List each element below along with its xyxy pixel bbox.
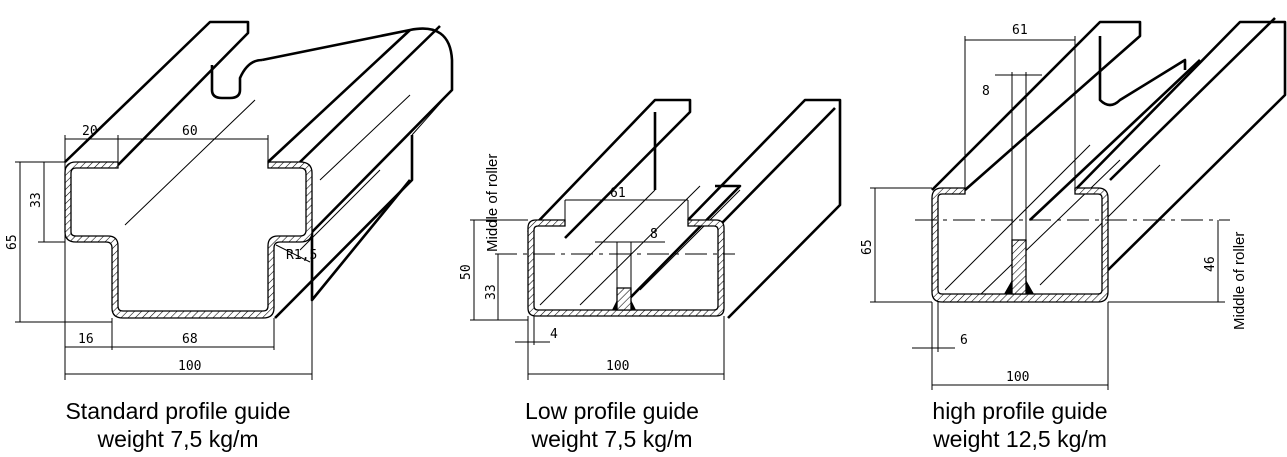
standard-caption-weight: weight 7,5 kg/m xyxy=(96,426,258,452)
standard-dim-bottom-left: 16 xyxy=(78,332,94,347)
standard-caption-title: Standard profile guide xyxy=(65,398,290,424)
high-profile-dimensions: 61 8 65 46 6 100 xyxy=(860,23,1225,390)
low-profile-rail xyxy=(616,287,632,311)
high-profile-section xyxy=(931,187,1109,303)
high-dim-total-width: 100 xyxy=(1006,370,1029,385)
high-caption-weight: weight 12,5 kg/m xyxy=(932,426,1107,452)
low-profile-body xyxy=(527,98,842,319)
high-profile-body xyxy=(931,17,1287,296)
standard-dim-radius: R1,5 xyxy=(286,248,317,263)
standard-dim-top-width: 60 xyxy=(182,124,198,139)
high-roller-note: Middle of roller xyxy=(1231,232,1248,330)
high-profile-guide: 61 8 65 46 6 100 Middle of roller high p… xyxy=(860,17,1287,452)
standard-dim-inner-height: 33 xyxy=(29,192,44,208)
standard-dim-bottom-width: 68 xyxy=(182,332,198,347)
low-dim-rail: 8 xyxy=(650,227,658,242)
standard-profile-body xyxy=(64,20,454,319)
high-dim-roller-height: 46 xyxy=(1203,256,1218,272)
low-caption-title: Low profile guide xyxy=(525,398,699,424)
low-profile-section xyxy=(527,219,725,317)
standard-profile-section xyxy=(64,161,313,319)
high-dim-total-height: 65 xyxy=(860,239,875,255)
low-dim-roller-height: 33 xyxy=(484,284,499,300)
high-dim-wall: 6 xyxy=(960,333,968,348)
low-profile-dimensions: 61 8 50 33 4 100 xyxy=(459,186,725,380)
high-dim-rail: 8 xyxy=(982,84,990,99)
low-dim-opening: 61 xyxy=(610,186,626,201)
low-dim-wall: 4 xyxy=(550,327,558,342)
standard-profile-guide: 20 60 33 65 R1,5 16 68 100 Standard prof… xyxy=(5,20,454,452)
standard-profile-dimensions: 20 60 33 65 R1,5 16 68 100 xyxy=(5,124,317,380)
low-profile-guide: 61 8 50 33 4 100 Middle of roller Low pr… xyxy=(459,98,842,452)
low-roller-note: Middle of roller xyxy=(484,154,501,252)
standard-dim-total-height: 65 xyxy=(5,234,20,250)
low-dim-total-height: 50 xyxy=(459,264,474,280)
standard-dim-top-left: 20 xyxy=(82,124,98,139)
high-profile-rail xyxy=(1011,239,1027,295)
high-dim-opening: 61 xyxy=(1012,23,1028,38)
low-dim-total-width: 100 xyxy=(606,359,629,374)
high-caption-title: high profile guide xyxy=(932,398,1107,424)
standard-dim-total-width: 100 xyxy=(178,359,201,374)
low-caption-weight: weight 7,5 kg/m xyxy=(530,426,692,452)
